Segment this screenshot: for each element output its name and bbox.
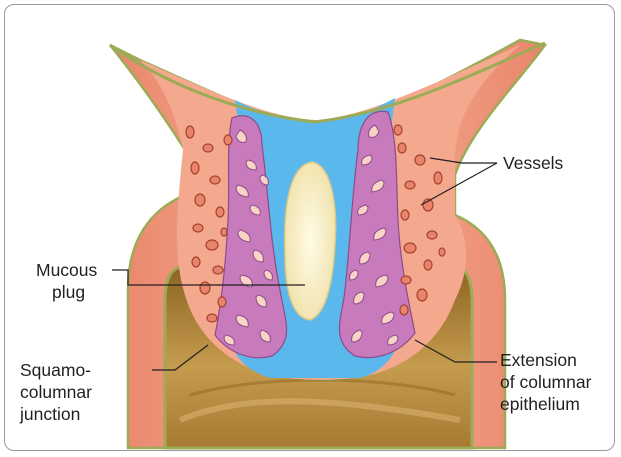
label-mucous-plug-line2: plug [52, 282, 85, 302]
label-squamo-line1: Squamo- [20, 360, 91, 380]
label-extension-line2: of columnar [500, 372, 592, 392]
label-squamo-line2: columnar [20, 382, 92, 402]
label-mucous-plug-line1: Mucous [36, 260, 98, 280]
label-extension-line1: Extension [500, 350, 577, 370]
label-squamo-line3: junction [19, 404, 80, 424]
label-extension-line3: epithelium [500, 394, 580, 414]
label-vessels: Vessels [503, 153, 564, 173]
